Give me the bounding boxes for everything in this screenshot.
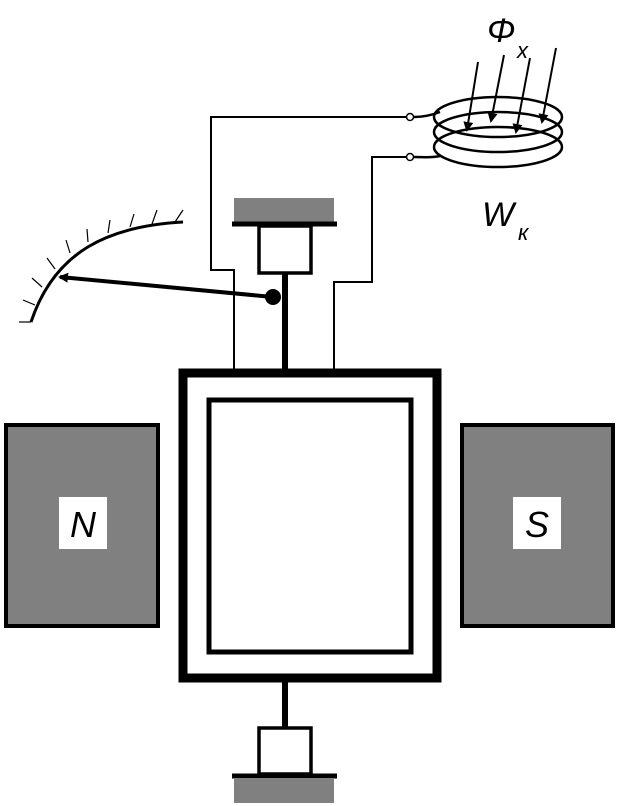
terminal-lower [405, 152, 415, 162]
coil-label: W [482, 196, 517, 234]
top-suspension-mount [232, 198, 337, 275]
coil-turn-3 [432, 125, 564, 169]
flux-arrow [487, 54, 505, 123]
scale-arc [29, 220, 184, 323]
left-lead-wire [210, 116, 410, 371]
moving-frame [178, 368, 442, 683]
measuring-coil [413, 95, 564, 169]
terminal-upper [405, 112, 415, 122]
flux-subscript: x [516, 38, 529, 63]
flux-label: Φ [487, 12, 515, 50]
north-label-box [59, 497, 107, 549]
north-pole-label: N [70, 504, 97, 545]
coil-subscript: к [518, 220, 530, 245]
pointer-arrow [58, 272, 274, 299]
scale-ticks [19, 209, 184, 323]
flux-arrow [538, 47, 557, 124]
top-mount-base [234, 198, 334, 222]
right-lead-wire [333, 156, 410, 371]
coil-turn-1 [432, 95, 564, 139]
south-pole-label: S [525, 504, 549, 545]
bottom-spring-block [257, 726, 313, 776]
scale [19, 209, 184, 323]
coil-turn-2 [432, 110, 564, 154]
pointer-pivot [265, 289, 281, 305]
magnet-south: S [460, 423, 615, 628]
coil-lead-wires [210, 116, 410, 371]
flux-arrow [512, 57, 531, 134]
bottom-suspension-mount [232, 726, 337, 803]
frame-inner [206, 397, 414, 655]
bottom-mount-base [234, 779, 334, 803]
coil-connector-lower [413, 154, 441, 159]
coil-connector-upper [413, 110, 441, 119]
flux-arrow [463, 61, 479, 132]
south-label-box [513, 497, 561, 549]
flux-arrows [463, 47, 557, 134]
top-spring-block [257, 224, 313, 275]
magnet-north: N [4, 423, 160, 628]
